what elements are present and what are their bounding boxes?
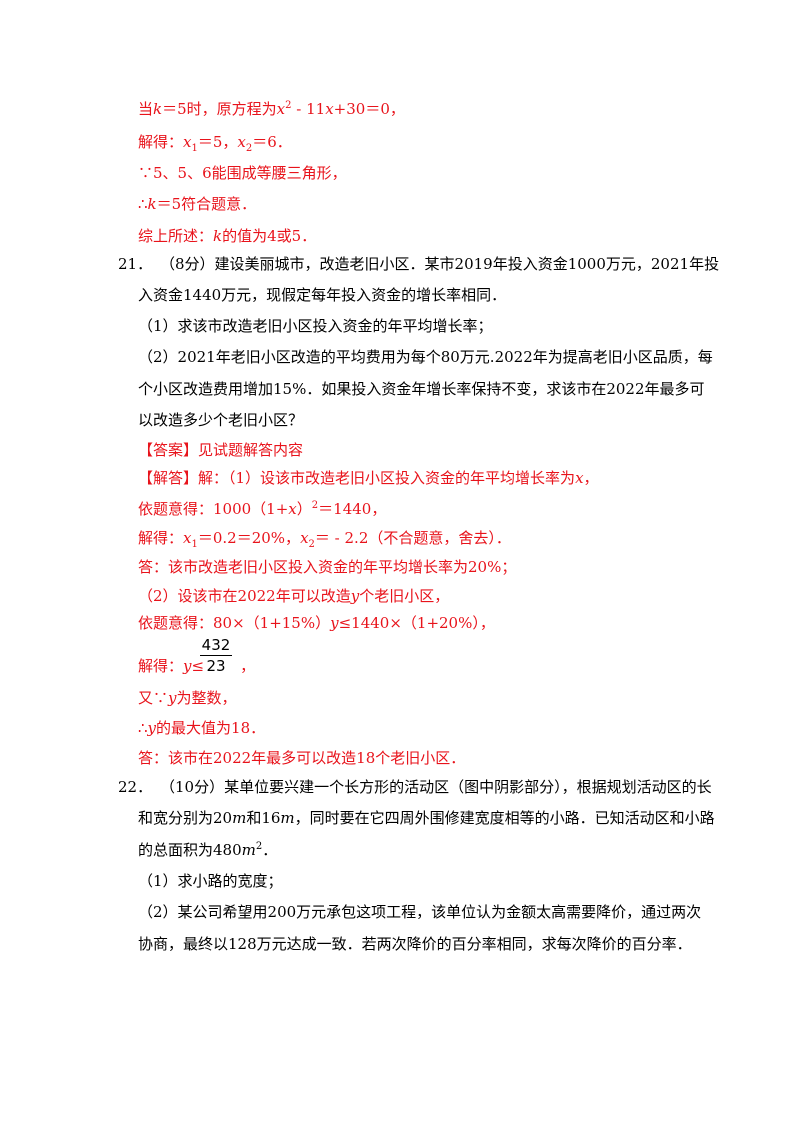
solution-line: 综上所述：k的值为4或5．	[138, 227, 317, 245]
question-text: 和宽分别为20m和16m，同时要在它四周外围修建宽度相等的小路．已知活动区和小路	[138, 809, 715, 827]
solution-line: 解得：y≤，	[138, 657, 256, 675]
solution-line: 答：该市在2022年最多可以改造18个老旧小区．	[138, 749, 466, 767]
question-number: 21．	[118, 255, 153, 273]
solution-line: ∴k＝5符合题意．	[138, 195, 257, 213]
question-text: 入资金1440万元，现假定每年投入资金的增长率相同．	[138, 286, 507, 304]
solution-line: 解得：x1＝0.2＝20%，x2＝ - 2.2（不合题意，舍去）．	[138, 529, 511, 550]
solution-line: 解得：x1＝5，x2＝6．	[138, 133, 292, 154]
question-number: 22．	[118, 778, 153, 796]
fraction-bar	[200, 655, 232, 656]
question-part: 个小区改造费用增加15%．如果投入资金年增长率保持不变，求该市在2022年最多可	[138, 380, 705, 398]
solution-line: ∴y的最大值为18．	[138, 719, 266, 737]
question-text: （10分）某单位要兴建一个长方形的活动区（图中阴影部分），根据规划活动区的长	[160, 778, 712, 796]
solution-line: 【解答】解：（1）设该市改造老旧小区投入资金的年平均增长率为x，	[138, 469, 599, 487]
question-part: 以改造多少个老旧小区？	[138, 411, 304, 429]
fraction: 432 23	[200, 636, 232, 675]
question-part: （2）2021年老旧小区改造的平均费用为每个80万元.2022年为提高老旧小区品…	[138, 348, 713, 366]
solution-line: 答：该市改造老旧小区投入资金的年平均增长率为20%；	[138, 558, 517, 576]
answer-tag: 【答案】见试题解答内容	[138, 441, 304, 459]
question-part: （1）求小路的宽度；	[138, 872, 283, 890]
question-text: （8分）建设美丽城市，改造老旧小区．某市2019年投入资金1000万元，2021…	[160, 255, 720, 273]
solution-line: ∵5、5、6能围成等腰三角形，	[138, 164, 347, 182]
question-part: 协商，最终以128万元达成一致．若两次降价的百分率相同，求每次降价的百分率．	[138, 935, 692, 953]
solution-line: 依题意得：1000（1+x）2＝1440，	[138, 500, 387, 518]
fraction-denominator: 23	[206, 657, 226, 675]
solution-line: （2）设该市在2022年可以改造y个老旧小区，	[138, 587, 450, 605]
question-part: （1）求该市改造老旧小区投入资金的年平均增长率；	[138, 317, 493, 335]
solution-line: 当k＝5时，原方程为x2 - 11x+30＝0，	[138, 100, 405, 118]
solution-line: 依题意得：80×（1+15%）y≤1440×（1+20%），	[138, 614, 495, 632]
fraction-numerator: 432	[201, 636, 231, 654]
question-part: （2）某公司希望用200万元承包这项工程，该单位认为金额太高需要降价，通过两次	[138, 903, 702, 921]
question-text: 的总面积为480m2．	[138, 841, 278, 859]
solution-line: 又∵y为整数，	[138, 689, 237, 707]
